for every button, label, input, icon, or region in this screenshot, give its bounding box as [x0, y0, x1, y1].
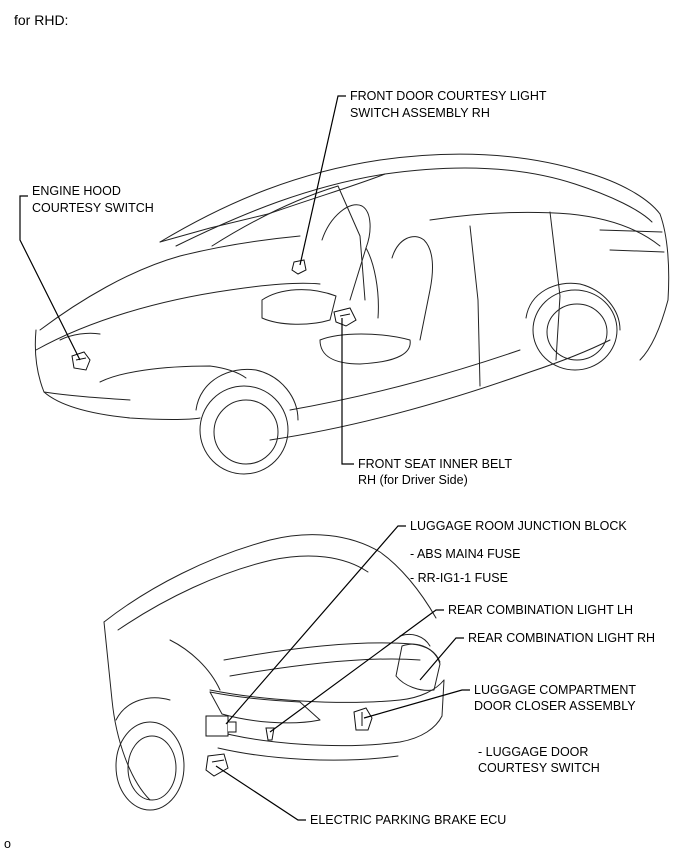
- parking-brake-ecu-mark: [205, 753, 229, 777]
- label-door-closer-line2: DOOR CLOSER ASSEMBLY: [474, 699, 636, 713]
- junction-block-mark: [205, 715, 237, 737]
- leader-parking-brake: [215, 765, 306, 821]
- leader-lines: [19, 95, 470, 821]
- page-title: for RHD:: [14, 12, 69, 28]
- label-front-seat-belt-line2: RH (for Driver Side): [358, 473, 468, 487]
- label-luggage-junction-block: LUGGAGE ROOM JUNCTION BLOCK: [410, 519, 627, 533]
- front-car-drawing: [34, 153, 670, 475]
- label-fuse-abs-main4: - ABS MAIN4 FUSE: [410, 547, 521, 561]
- label-luggage-door-switch-line2: COURTESY SWITCH: [478, 761, 600, 775]
- label-fuse-rr-ig1: - RR-IG1-1 FUSE: [410, 571, 508, 585]
- label-parking-brake-ecu: ELECTRIC PARKING BRAKE ECU: [310, 813, 507, 827]
- leader-rear-light-rh: [419, 637, 464, 681]
- leader-junction-block: [225, 525, 406, 725]
- leader-engine-hood: [19, 195, 81, 361]
- door-closer-mark: [353, 707, 373, 731]
- label-front-door-courtesy-line2: SWITCH ASSEMBLY RH: [350, 106, 490, 120]
- leader-front-door: [299, 95, 346, 266]
- rear-car-drawing: [103, 534, 445, 811]
- label-rear-light-lh: REAR COMBINATION LIGHT LH: [448, 603, 633, 617]
- label-door-closer-line1: LUGGAGE COMPARTMENT: [474, 683, 637, 697]
- label-engine-hood-line1: ENGINE HOOD: [32, 184, 121, 198]
- leader-door-closer: [363, 689, 470, 719]
- front-seat-belt-mark: [333, 307, 357, 327]
- leader-rear-light-lh: [269, 609, 444, 733]
- label-rear-light-rh: REAR COMBINATION LIGHT RH: [468, 631, 656, 645]
- label-front-seat-belt-line1: FRONT SEAT INNER BELT: [358, 457, 512, 471]
- engine-hood-switch-mark: [71, 351, 91, 371]
- label-engine-hood-line2: COURTESY SWITCH: [32, 201, 154, 215]
- figure-code: o: [4, 837, 11, 851]
- label-luggage-door-switch-line1: - LUGGAGE DOOR: [478, 745, 589, 759]
- label-front-door-courtesy-line1: FRONT DOOR COURTESY LIGHT: [350, 89, 547, 103]
- leader-front-seat-belt: [341, 318, 354, 465]
- front-door-switch-mark: [291, 259, 307, 275]
